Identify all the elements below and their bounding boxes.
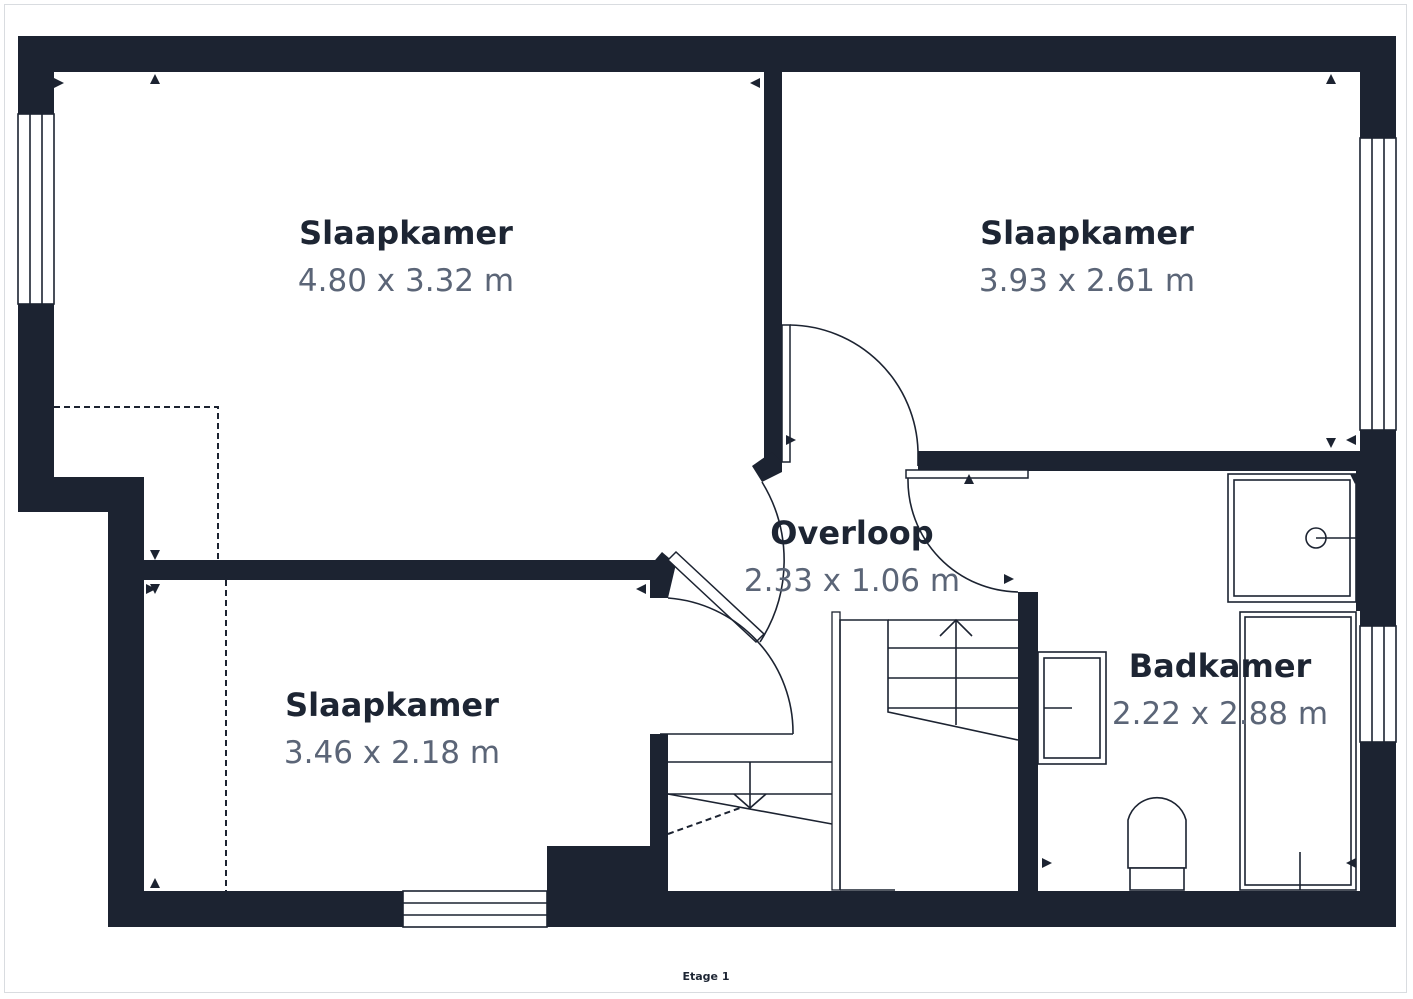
- room-name: Slaapkamer: [980, 214, 1194, 252]
- interior-walls: [144, 72, 1364, 891]
- room-dimensions: 3.46 x 2.18 m: [284, 735, 500, 771]
- room-dimensions: 4.80 x 3.32 m: [298, 263, 514, 299]
- plan-frame: [4, 4, 1407, 993]
- room-dimensions: 3.93 x 2.61 m: [979, 263, 1195, 299]
- floor-label: Etage 1: [682, 970, 729, 983]
- doors: [660, 324, 1029, 735]
- room-overloop: Overloop 2.33 x 1.06 m: [744, 514, 960, 599]
- windows: [17, 113, 1397, 928]
- room-slaapkamer-3: Slaapkamer 3.46 x 2.18 m: [284, 686, 500, 771]
- room-name: Slaapkamer: [285, 686, 499, 724]
- slope-lines: [54, 406, 227, 891]
- dimension-markers: [54, 74, 1360, 888]
- room-dimensions: 2.22 x 2.88 m: [1112, 696, 1328, 732]
- room-name: Overloop: [770, 514, 933, 552]
- room-badkamer: Badkamer 2.22 x 2.88 m: [1112, 647, 1328, 732]
- room-name: Slaapkamer: [299, 214, 513, 252]
- room-dimensions: 2.33 x 1.06 m: [744, 563, 960, 599]
- room-name: Badkamer: [1129, 647, 1312, 685]
- staircase: [667, 611, 1019, 891]
- bathroom-fixtures: [1037, 473, 1357, 891]
- room-slaapkamer-1: Slaapkamer 4.80 x 3.32 m: [298, 214, 514, 299]
- outer-walls: [18, 36, 1396, 927]
- room-slaapkamer-2: Slaapkamer 3.93 x 2.61 m: [979, 214, 1195, 299]
